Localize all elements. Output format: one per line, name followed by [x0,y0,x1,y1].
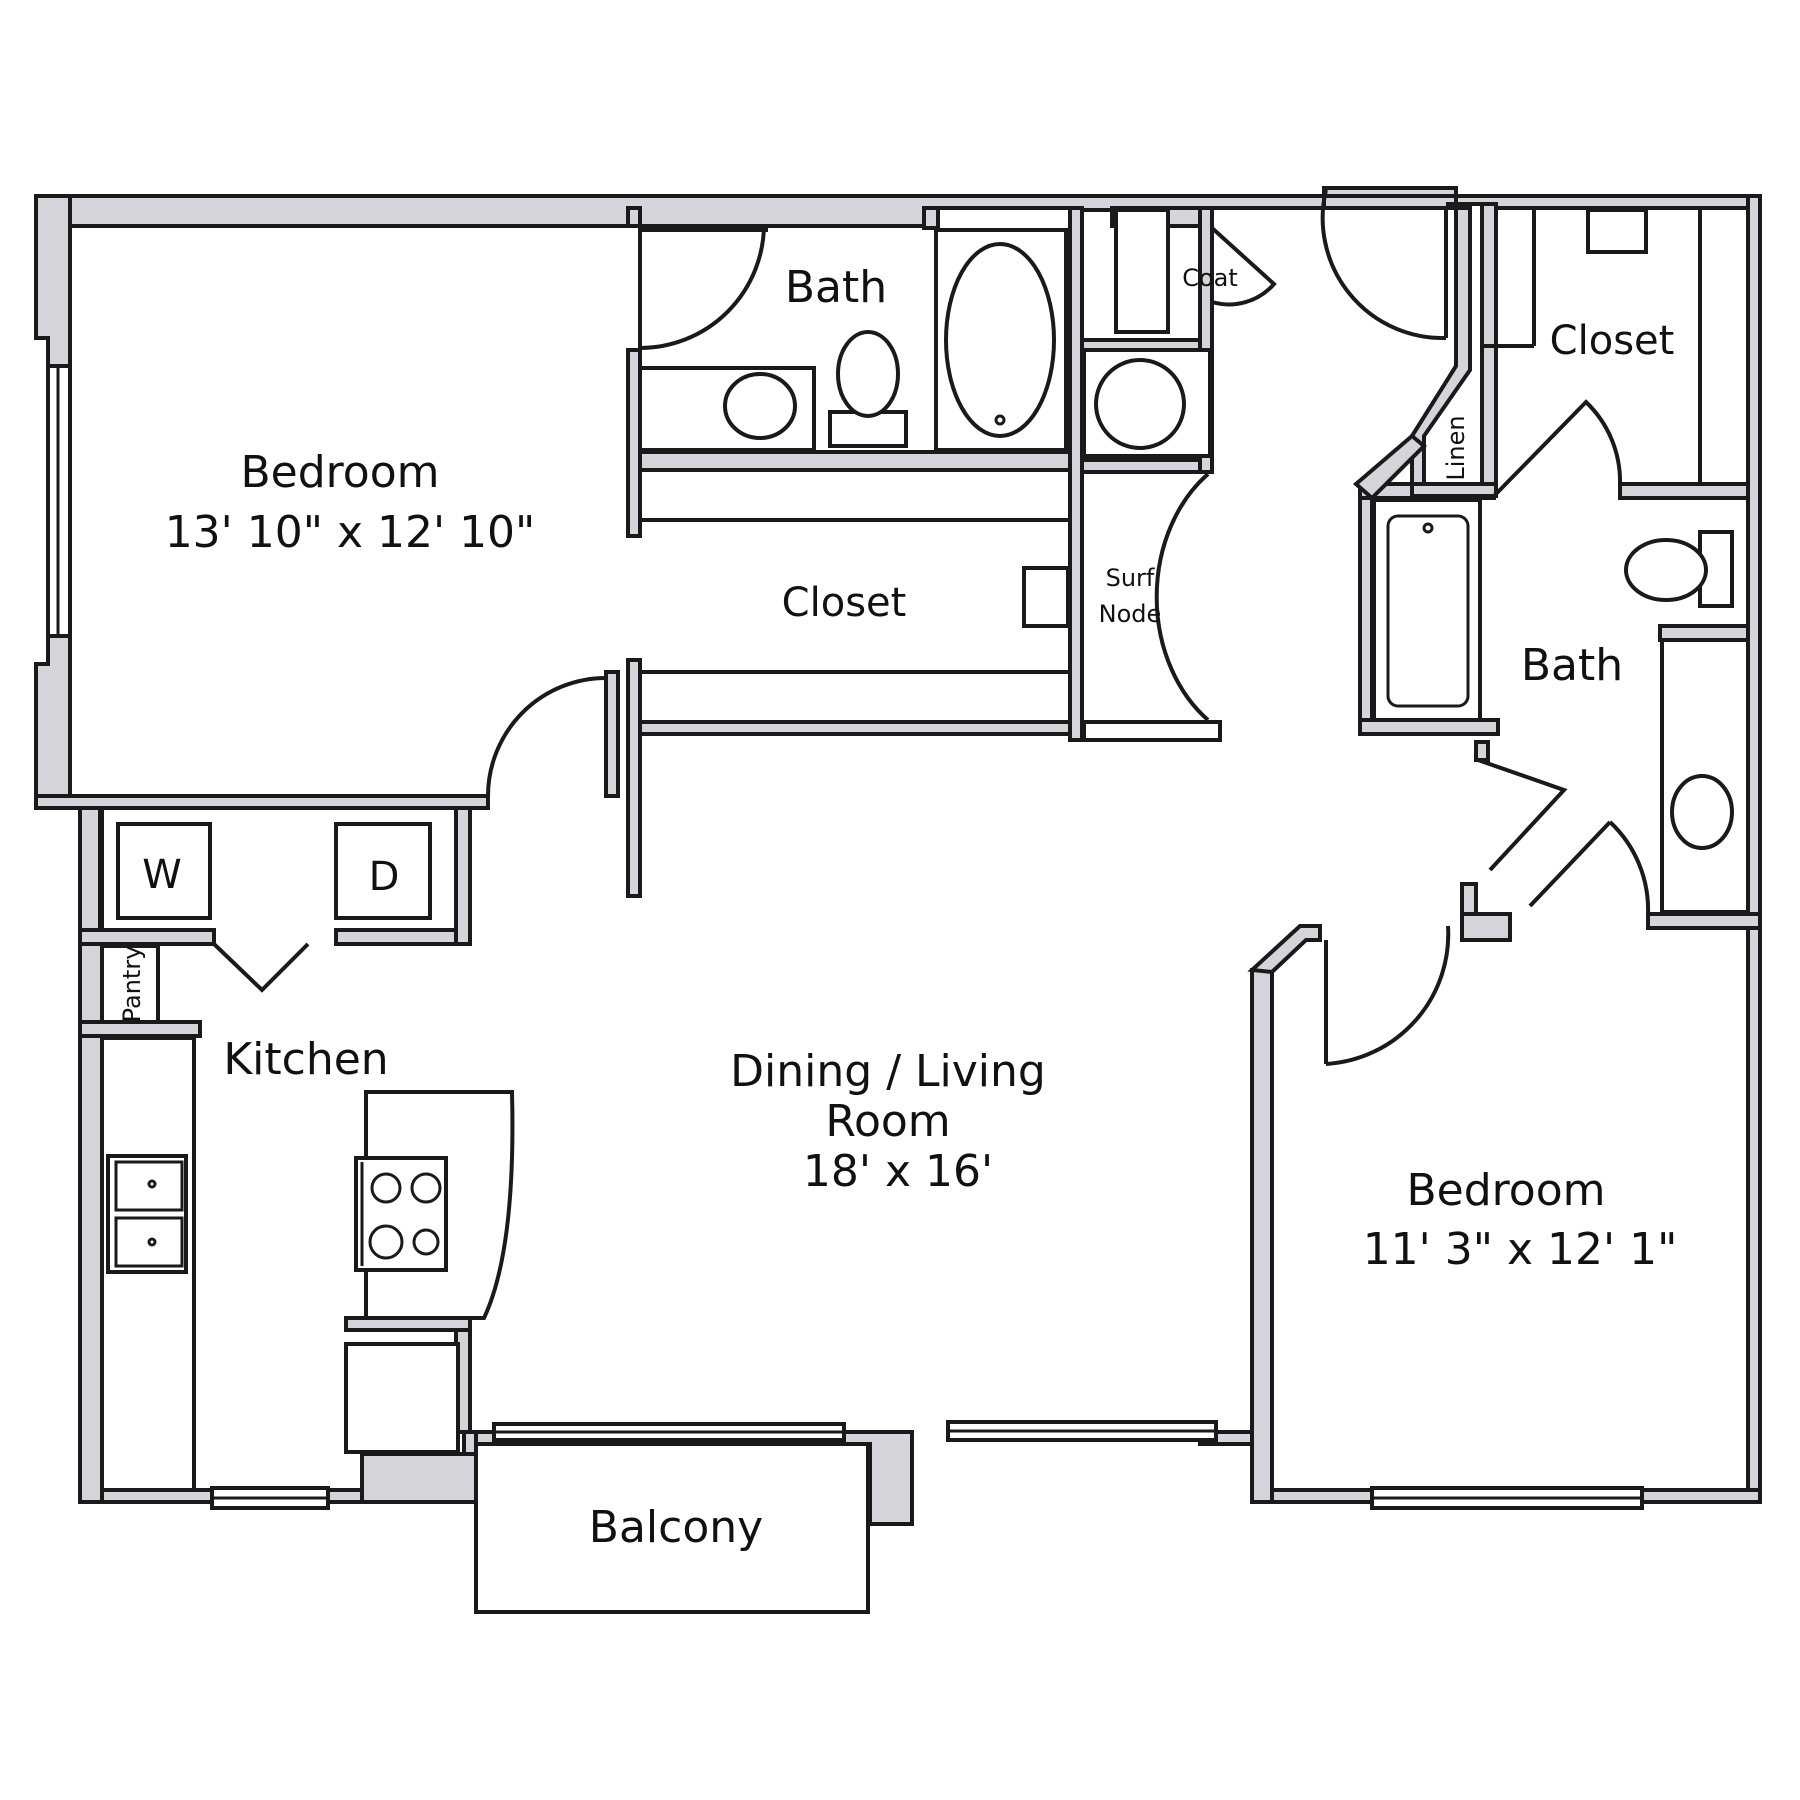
door-coat [1210,226,1277,307]
dryer [334,822,432,920]
linen-label: Linen [1442,415,1470,480]
closet-2-shelf [1586,208,1648,254]
living-label-1: Dining / Living [730,1046,1046,1097]
burner-icon [370,1172,402,1204]
washer [116,822,212,920]
door-entry [1320,189,1447,341]
burner-icon [368,1224,404,1260]
room-labels: Bedroom 13' 10" x 12' 10" Bath Closet Co… [118,262,1677,1553]
door-bath-1 [639,223,766,350]
coat-shelf [1114,208,1170,334]
bedroom-2-dims: 11' 3" x 12' 1" [1363,1224,1678,1275]
door-bedroom-2 [1325,925,1451,1066]
surf-node-shelf [1082,720,1222,742]
pantry [100,944,160,1024]
balcony [474,1442,870,1614]
toilet-1-icon [836,330,900,418]
washer-label: W [142,852,182,898]
kitchen-label: Kitchen [223,1034,388,1085]
bath-1-fixtures [638,228,1068,452]
door-bedroom-1 [486,676,607,797]
living-label-2: Room [825,1096,950,1147]
interior-walls [34,202,1762,1504]
bath-2-fixtures [1372,498,1750,914]
laundry [100,822,432,1024]
balcony-label: Balcony [589,1502,763,1553]
kitchen-fixtures [100,1036,515,1492]
bathtub-2 [1372,498,1482,722]
door-surf-node [1154,472,1210,722]
tub-2-icon [1386,514,1470,708]
burner-icon [410,1172,442,1204]
bedroom-1-label: Bedroom [240,447,439,498]
coat-label: Coat [1182,264,1238,292]
bedroom-2-label: Bedroom [1406,1165,1605,1216]
door-laundry [212,942,310,993]
bath-2-label: Bath [1521,640,1623,691]
water-heater-icon [1094,358,1186,450]
surf-node-label-2: Node [1099,600,1162,628]
tub-oval-icon [944,242,1056,438]
pantry-label: Pantry [118,946,146,1023]
burner-icon [412,1228,440,1256]
doors [212,189,1651,1066]
door-closet-2 [1492,399,1623,498]
dryer-label: D [369,854,400,900]
closet-1-label: Closet [782,580,907,626]
windows [46,364,1644,1510]
living-dims: 18' x 16' [803,1146,993,1197]
surf-node-label-1: Surf [1106,564,1155,592]
closet-2-label: Closet [1550,318,1675,364]
door-bath-2 [1477,758,1568,872]
sink-2-icon [1670,774,1734,850]
bath-1-label: Bath [785,262,887,313]
bedroom-1-dims: 13' 10" x 12' 10" [165,507,536,558]
surf-node-box [1022,566,1070,628]
shelving [640,208,1702,742]
refrigerator [344,1342,460,1454]
toilet-2-icon [1624,538,1708,602]
sink-1-icon [723,372,797,440]
double-sink [106,1154,188,1274]
door-bath-2-vanity [1608,820,1651,915]
